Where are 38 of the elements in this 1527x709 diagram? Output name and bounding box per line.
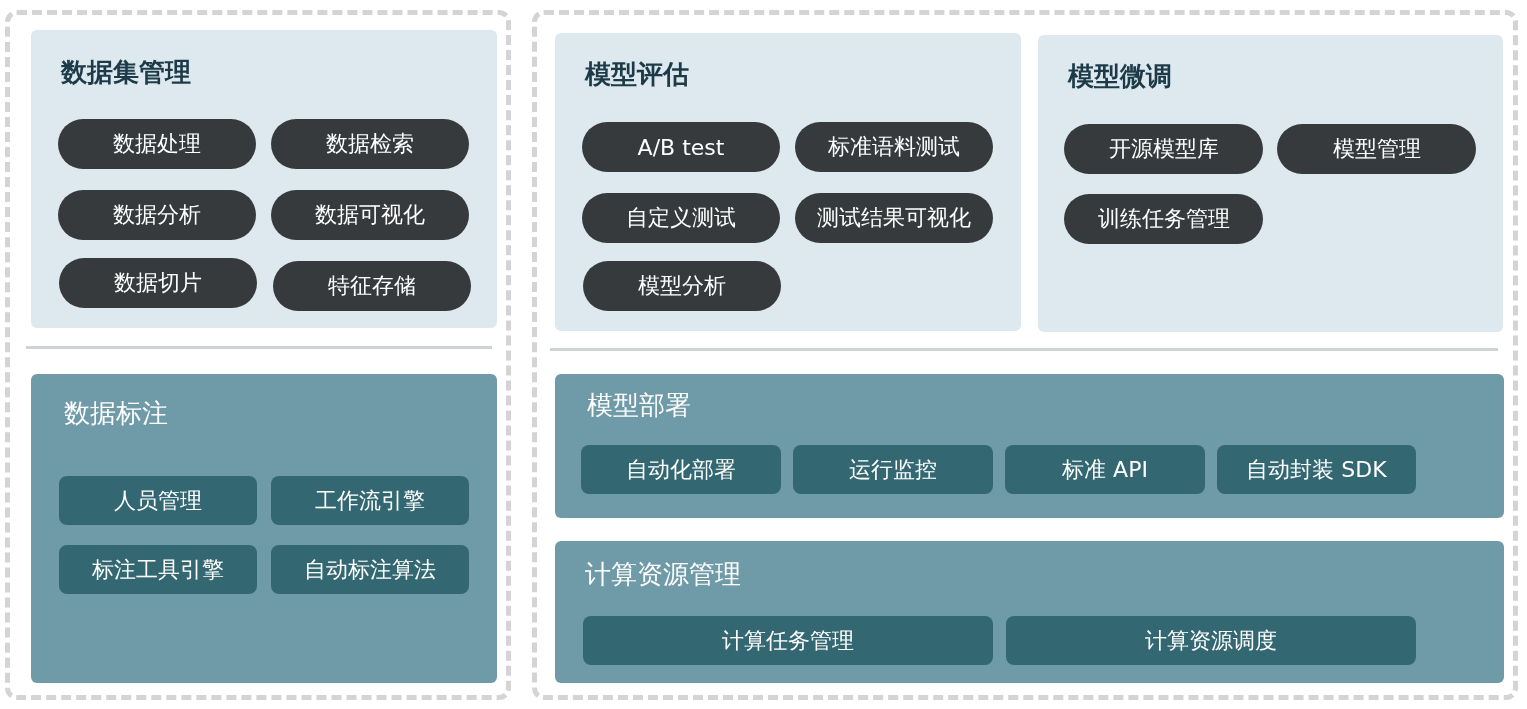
feature-tag: 自定义测试 (582, 193, 780, 243)
panel-title: 数据标注 (64, 397, 168, 430)
feature-tag: 自动封装 SDK (1217, 445, 1416, 494)
feature-tag: 训练任务管理 (1064, 194, 1263, 244)
feature-tag: 自动化部署 (581, 445, 781, 494)
feature-tag: 数据分析 (58, 190, 256, 240)
feature-tag: 数据切片 (59, 258, 257, 308)
feature-tag: A/B test (582, 122, 780, 172)
feature-tag: 特征存储 (273, 261, 471, 311)
module-panel (555, 541, 1504, 683)
feature-tag: 计算任务管理 (583, 616, 993, 665)
feature-tag: 人员管理 (59, 476, 257, 525)
panel-title: 模型评估 (585, 58, 689, 91)
feature-tag: 数据检索 (271, 119, 469, 169)
module-panel (31, 374, 497, 683)
dashed-group-frame (5, 10, 511, 700)
module-panel (555, 33, 1021, 331)
feature-tag: 测试结果可视化 (795, 193, 993, 243)
feature-tag: 标准 API (1005, 445, 1205, 494)
module-panel (31, 30, 497, 328)
feature-tag: 标注工具引擎 (59, 545, 257, 594)
feature-tag: 计算资源调度 (1006, 616, 1416, 665)
feature-tag: 标准语料测试 (795, 122, 993, 172)
feature-tag: 模型管理 (1277, 124, 1476, 174)
panel-title: 计算资源管理 (585, 558, 741, 591)
module-panel (1038, 35, 1503, 332)
feature-tag: 工作流引擎 (271, 476, 469, 525)
feature-tag: 开源模型库 (1064, 124, 1263, 174)
feature-tag: 运行监控 (793, 445, 993, 494)
module-panel (555, 374, 1504, 518)
feature-tag: 数据处理 (58, 119, 256, 169)
feature-tag: 自动标注算法 (271, 545, 469, 594)
dashed-group-frame (532, 10, 1518, 700)
feature-tag: 模型分析 (583, 261, 781, 311)
panel-title: 数据集管理 (61, 56, 191, 89)
panel-title: 模型部署 (587, 389, 691, 422)
panel-title: 模型微调 (1068, 60, 1172, 93)
feature-tag: 数据可视化 (271, 190, 469, 240)
